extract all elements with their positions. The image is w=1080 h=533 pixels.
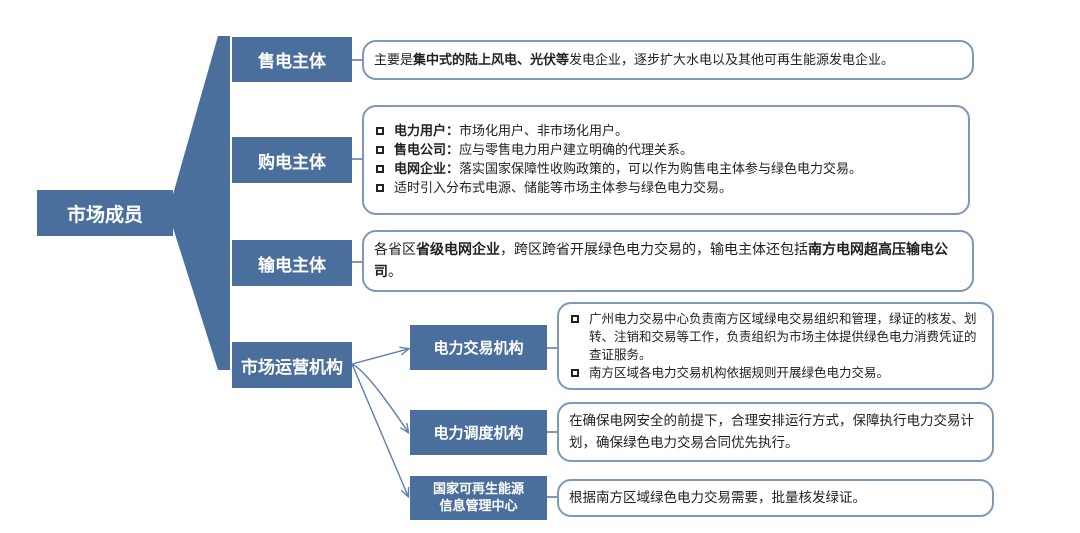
buy-item: 电力用户：市场化用户、非市场化用户。 [374,122,958,141]
sell-desc-text: 主要是集中式的陆上风电、光伏等发电企业，逐步扩大水电以及其他可再生能源发电企业。 [374,51,962,70]
buy-item-text: 落实国家保障性收购政策的，可以作为购售电主体参与绿色电力交易。 [459,162,863,177]
arrow-to-dispatch [351,363,408,432]
sell-label: 售电主体 [258,52,326,72]
sell-desc-post: 发电企业，逐步扩大水电以及其他可再生能源发电企业。 [569,52,895,68]
root-brace [168,36,230,370]
buy-label: 购电主体 [258,152,326,173]
dispatch-label: 电力调度机构 [433,424,524,442]
trans-desc-t1: 各省区 [374,242,416,258]
trans-desc-text: 各省区省级电网企业，跨区跨省开展绿色电力交易的，输电主体还包括南方电网超高压输电… [374,239,962,283]
trading-node: 电力交易机构 [410,325,547,370]
root-node: 市场成员 [37,190,173,236]
info-desc-text: 根据南方区域绿色电力交易需要，批量核发绿证。 [569,489,866,506]
ops-label: 市场运营机构 [241,357,343,378]
trading-item-text: 广州电力交易中心负责南方区域绿电交易组织和管理，绿证的核发、划转、注销和交易等工… [589,311,977,362]
buy-item-bold: 电网企业： [394,162,460,177]
sell-desc-box: 主要是集中式的陆上风电、光伏等发电企业，逐步扩大水电以及其他可再生能源发电企业。 [362,40,974,80]
bullet-square-icon [376,146,384,154]
bullet-square-icon [571,315,579,323]
buy-item-bold: 售电公司： [394,143,460,158]
trans-node: 输电主体 [232,240,352,286]
info-desc-box: 根据南方区域绿色电力交易需要，批量核发绿证。 [557,479,994,517]
dispatch-desc-text: 在确保电网安全的前提下，合理安排运行方式，保障执行电力交易计划，确保绿色电力交易… [569,413,974,451]
dispatch-node: 电力调度机构 [410,410,547,455]
info-label-line1: 国家可再生能源 [432,482,524,497]
buy-item: 适时引入分布式电源、储能等市场主体参与绿色电力交易。 [374,179,958,198]
buy-desc-box: 电力用户：市场化用户、非市场化用户。 售电公司：应与零售电力用户建立明确的代理关… [362,105,970,215]
buy-item-text: 适时引入分布式电源、储能等市场主体参与绿色电力交易。 [394,181,733,196]
buy-item: 电网企业：落实国家保障性收购政策的，可以作为购售电主体参与绿色电力交易。 [374,160,958,179]
buy-item-text: 市场化用户、非市场化用户。 [459,124,629,139]
trans-desc-t2: ，跨区跨省开展绿色电力交易的，输电主体还包括 [500,242,808,258]
bullet-square-icon [376,127,384,135]
trading-item: 南方区域各电力交易机构依据规则开展绿色电力交易。 [569,364,982,382]
buy-node: 购电主体 [232,137,352,183]
bullet-square-icon [571,369,579,377]
arrow-to-info [351,363,408,496]
root-label: 市场成员 [66,203,143,226]
ops-node: 市场运营机构 [232,342,352,388]
trans-desc-box: 各省区省级电网企业，跨区跨省开展绿色电力交易的，输电主体还包括南方电网超高压输电… [362,230,974,292]
bullet-square-icon [376,184,384,192]
trans-desc-t3: 。 [388,264,402,280]
sell-desc-bold: 集中式的陆上风电、光伏等 [413,52,570,68]
buy-item: 售电公司：应与零售电力用户建立明确的代理关系。 [374,141,958,160]
arrow-to-trading [351,349,408,365]
bullet-square-icon [376,165,384,173]
trading-desc-box: 广州电力交易中心负责南方区域绿电交易组织和管理，绿证的核发、划转、注销和交易等工… [557,302,994,390]
info-label-line2: 信息管理中心 [439,499,518,514]
info-node: 国家可再生能源 信息管理中心 [410,476,547,520]
trading-item-text: 南方区域各电力交易机构依据规则开展绿色电力交易。 [589,365,890,380]
trading-item: 广州电力交易中心负责南方区域绿电交易组织和管理，绿证的核发、划转、注销和交易等工… [569,310,982,364]
sell-desc-pre: 主要是 [374,52,414,68]
trans-label: 输电主体 [258,255,326,276]
sell-node: 售电主体 [232,37,352,82]
trans-desc-b1: 省级电网企业 [416,242,500,258]
trading-label: 电力交易机构 [433,339,524,357]
buy-item-text: 应与零售电力用户建立明确的代理关系。 [459,143,694,158]
buy-item-bold: 电力用户： [394,124,460,139]
trans-desc-b2: 南方电网超高压输电公司 [374,242,948,280]
dispatch-desc-box: 在确保电网安全的前提下，合理安排运行方式，保障执行电力交易计划，确保绿色电力交易… [557,402,994,462]
